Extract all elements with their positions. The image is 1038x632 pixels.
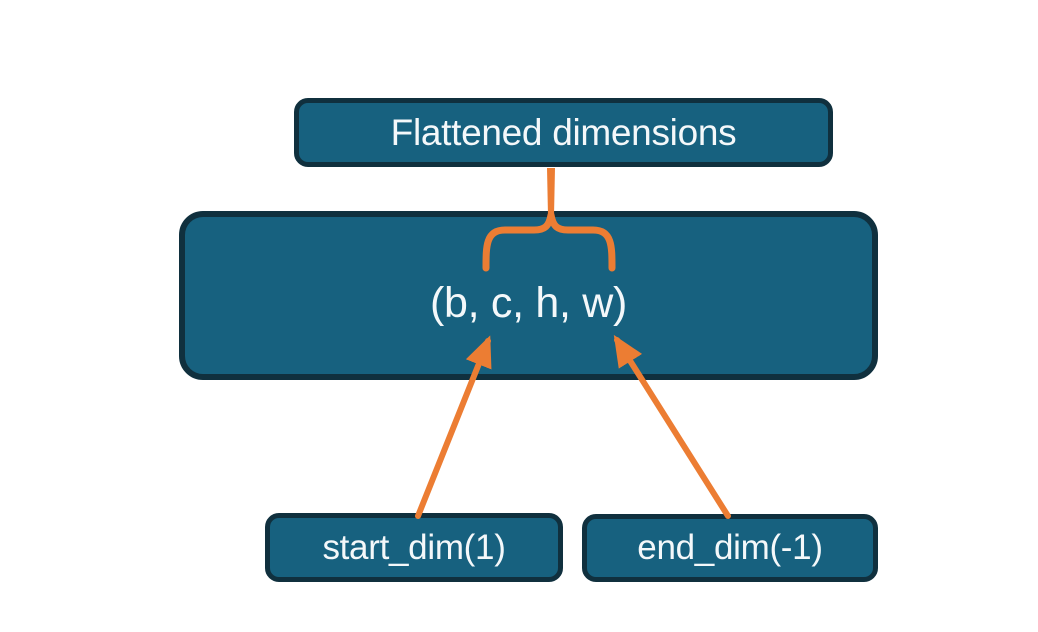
end-dim-box: end_dim(-1) <box>582 514 878 582</box>
tensor-shape-box: (b, c, h, w) <box>179 211 878 380</box>
flattened-dimensions-box: Flattened dimensions <box>294 98 833 167</box>
end-dim-label: end_dim(-1) <box>637 528 823 567</box>
start-dim-label: start_dim(1) <box>322 527 506 567</box>
start-dim-box: start_dim(1) <box>265 513 563 582</box>
flattened-dimensions-label: Flattened dimensions <box>390 111 737 153</box>
tensor-shape-label: (b, c, h, w) <box>429 279 628 327</box>
brace-stem-icon <box>547 168 555 216</box>
